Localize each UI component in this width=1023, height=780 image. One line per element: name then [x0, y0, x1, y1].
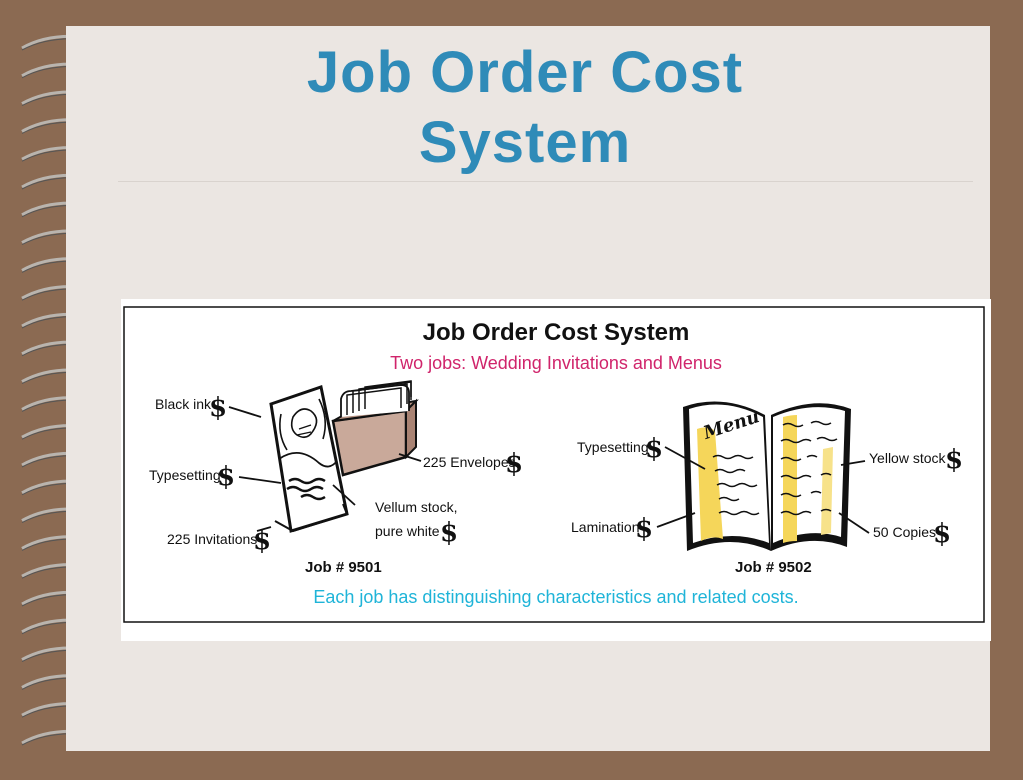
title-divider [118, 181, 973, 182]
job-order-figure: Menu Job Order Cost System Two [121, 299, 991, 641]
figure-illustration: Menu [123, 306, 985, 623]
page-title: Job Order Cost System [150, 38, 900, 178]
job-9501-label: Job # 9501 [305, 559, 382, 576]
dollar-icon: $ [945, 445, 964, 475]
menu-book-icon: Menu [683, 401, 851, 551]
job2-leader-lines [656, 446, 870, 534]
dollar-icon: $ [209, 393, 228, 423]
label-yellow-stock: Yellow stock [869, 450, 946, 466]
figure-subtitle: Two jobs: Wedding Invitations and Menus [390, 353, 722, 373]
label-typesetting-job1: Typesetting [149, 467, 221, 483]
dollar-icon: $ [217, 462, 236, 492]
dollar-icon: $ [253, 526, 272, 556]
dollar-icon: $ [635, 514, 654, 544]
label-vellum-line1: Vellum stock, [375, 499, 458, 515]
invitation-card-icon [269, 385, 349, 533]
page-title-line1: Job Order Cost [306, 40, 744, 105]
figure-caption: Each job has distinguishing characterist… [313, 587, 799, 607]
figure-title: Job Order Cost System [422, 319, 690, 346]
label-typesetting-job2: Typesetting [577, 439, 649, 455]
job1-leader-lines [228, 406, 422, 532]
page-title-line2: System [418, 110, 632, 175]
dollar-icon: $ [505, 449, 524, 479]
job-9502-label: Job # 9502 [735, 559, 812, 576]
label-black-ink: Black ink [155, 396, 212, 412]
dollar-icon: $ [645, 434, 664, 464]
label-vellum-line2: pure white [375, 523, 440, 539]
label-lamination: Lamination [571, 519, 640, 535]
label-invitations: 225 Invitations [167, 531, 258, 547]
label-envelopes: 225 Envelopes [423, 454, 516, 470]
dollar-icon: $ [933, 519, 952, 549]
label-copies: 50 Copies [873, 524, 937, 540]
envelope-box-icon [331, 380, 419, 477]
dollar-icon: $ [440, 518, 459, 548]
